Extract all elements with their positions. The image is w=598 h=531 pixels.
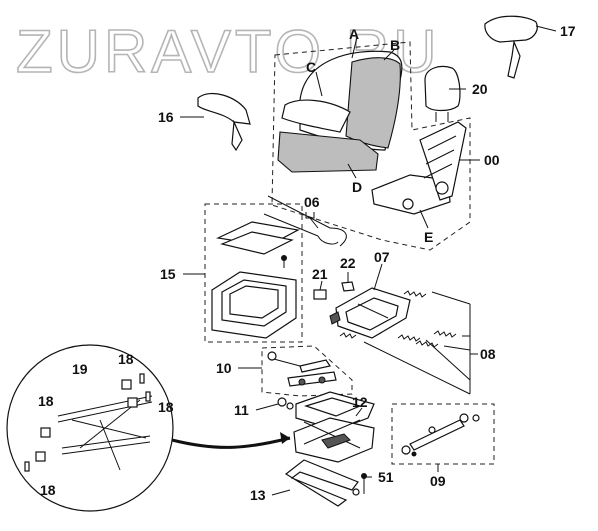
mechanism-07 (329, 287, 411, 339)
label-08: 08 (480, 346, 496, 362)
armrest-right-17 (484, 15, 538, 43)
label-21: 21 (312, 266, 328, 282)
scissor-detail-19 (24, 373, 153, 472)
part-21 (313, 289, 327, 300)
cable-06 (263, 195, 347, 247)
part-11 (277, 397, 294, 410)
scissor-base-12 (293, 391, 375, 463)
label-18-bottom: 18 (40, 482, 56, 498)
label-10: 10 (216, 360, 232, 376)
label-15: 15 (160, 266, 176, 282)
label-00: 00 (484, 152, 500, 168)
seat-assembly-group (271, 41, 471, 251)
label-E: E (424, 229, 433, 245)
label-12: 12 (352, 394, 368, 410)
label-19: 19 (72, 361, 88, 377)
label-11: 11 (234, 402, 249, 418)
armrest-left-16 (197, 93, 251, 125)
label-22: 22 (340, 255, 356, 271)
label-18-right: 18 (158, 399, 174, 415)
label-18-left: 18 (38, 393, 54, 409)
label-18-top: 18 (118, 351, 134, 367)
label-13: 13 (250, 487, 266, 503)
label-17: 17 (560, 23, 576, 39)
label-A: A (349, 26, 359, 42)
handle-13 (284, 459, 360, 507)
callout-labels: A B C D E 00 06 07 08 09 10 11 12 13 15 … (38, 23, 576, 503)
label-06: 06 (304, 194, 320, 210)
slide-parts-10 (267, 351, 337, 387)
label-07: 07 (374, 249, 390, 265)
bolt-51 (361, 473, 367, 494)
springs-08 (339, 290, 471, 395)
label-16: 16 (158, 109, 174, 125)
label-20: 20 (472, 81, 488, 97)
label-B: B (390, 37, 400, 53)
label-C: C (306, 59, 316, 75)
detail-circle (6, 344, 174, 512)
suspension-cover-parts-15 (211, 221, 300, 339)
part-22 (341, 281, 355, 292)
leader-lines (180, 25, 557, 496)
label-51: 51 (378, 469, 394, 485)
detail-pointer (171, 436, 291, 449)
label-D: D (352, 179, 362, 195)
label-09: 09 (430, 473, 446, 489)
shock-absorber-09 (401, 413, 480, 457)
